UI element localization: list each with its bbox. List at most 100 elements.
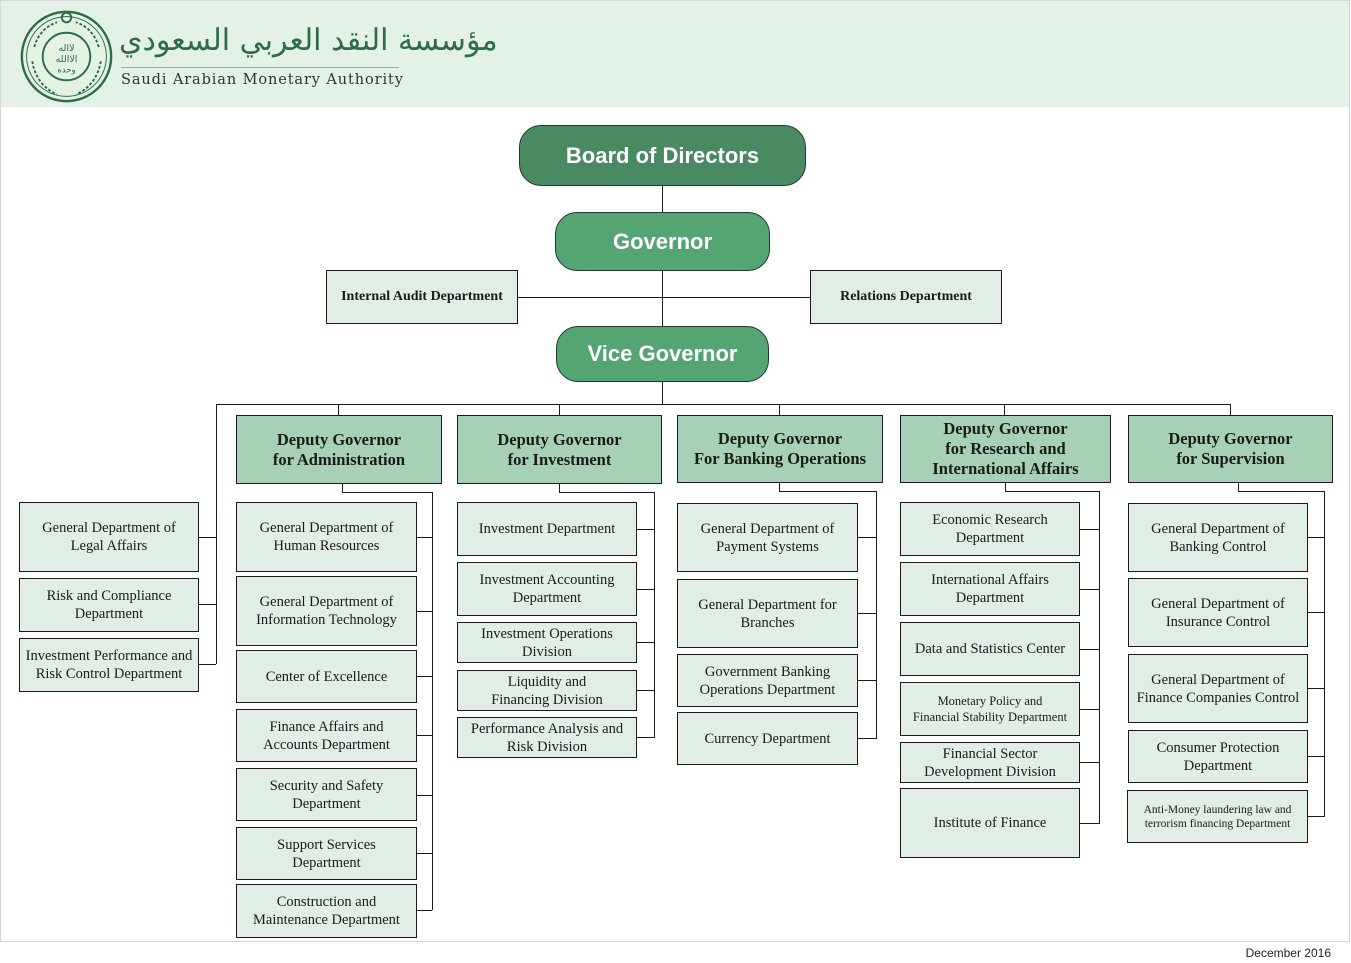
page-frame (0, 0, 1350, 942)
department-box: Government Banking Operations Department (677, 654, 858, 707)
connector (342, 483, 343, 492)
connector (1238, 483, 1239, 492)
legal-affairs-department: General Department of Legal Affairs (19, 502, 199, 572)
connector (636, 529, 654, 530)
connector (662, 381, 663, 405)
connector (636, 642, 654, 643)
connector (1307, 816, 1324, 817)
connector (857, 613, 876, 614)
vice-governor: Vice Governor (556, 326, 769, 382)
risk-compliance-department: Risk and Compliance Department (19, 578, 199, 632)
department-box: General Department of Insurance Control (1128, 578, 1308, 647)
connector (1307, 756, 1324, 757)
connector (779, 483, 780, 492)
svg-text:وحده: وحده (57, 66, 75, 76)
relations-department: Relations Department (810, 270, 1002, 324)
connector (416, 910, 432, 911)
department-box: Financial Sector Development Division (900, 742, 1080, 783)
connector (779, 404, 780, 416)
connector (416, 537, 432, 538)
connector (416, 676, 432, 677)
connector (198, 537, 216, 538)
svg-text:لااله: لااله (58, 43, 74, 54)
connector (636, 589, 654, 590)
department-box: Investment Accounting Department (457, 562, 637, 616)
department-box: Monetary Policy and Financial Stability … (900, 682, 1080, 736)
department-box: Support Services Department (236, 827, 417, 880)
arabic-org-title: مؤسسة النقد العربي السعودي (119, 23, 498, 58)
governor: Governor (555, 212, 770, 271)
board-of-directors: Board of Directors (519, 125, 806, 186)
connector (1099, 491, 1100, 824)
connector (559, 404, 560, 416)
connector (1005, 491, 1099, 492)
connector (876, 491, 877, 739)
department-box: General Department of Banking Control (1128, 503, 1308, 572)
department-box: Performance Analysis and Risk Division (457, 717, 637, 758)
connector (857, 738, 876, 739)
connector (636, 690, 654, 691)
connector (416, 735, 432, 736)
org-name: Saudi Arabian Monetary Authority (121, 72, 404, 88)
department-box: Data and Statistics Center (900, 622, 1080, 676)
connector (857, 680, 876, 681)
connector (517, 297, 811, 298)
connector (559, 492, 654, 493)
department-box: Investment Department (457, 502, 637, 556)
department-box: General Department of Information Techno… (236, 576, 417, 646)
department-box: Institute of Finance (900, 788, 1080, 858)
connector (1307, 537, 1324, 538)
connector (1004, 404, 1005, 416)
department-box: Construction and Maintenance Department (236, 884, 417, 938)
footer-date: December 2016 (1245, 946, 1331, 960)
department-box: Investment Operations Division (457, 622, 637, 663)
connector (416, 795, 432, 796)
connector (1079, 762, 1099, 763)
connector (1230, 404, 1231, 416)
connector (216, 404, 1231, 405)
department-box: Security and Safety Department (236, 768, 417, 821)
connector (779, 491, 876, 492)
department-box: Liquidity and Financing Division (457, 670, 637, 711)
header-banner: لااله الاالله وحده مؤسسة النقد العربي ال… (1, 1, 1349, 107)
department-box: International Affairs Department (900, 562, 1080, 616)
deputy-banking-operations: Deputy Governor For Banking Operations (677, 415, 883, 483)
connector (216, 404, 217, 664)
deputy-investment: Deputy Governor for Investment (457, 415, 662, 484)
department-box: Currency Department (677, 712, 858, 765)
department-box: Finance Affairs and Accounts Department (236, 709, 417, 762)
connector (662, 270, 663, 327)
connector (857, 537, 876, 538)
samma-seal-icon: لااله الاالله وحده (20, 10, 113, 103)
deputy-supervision: Deputy Governor for Supervision (1128, 415, 1333, 483)
connector (1079, 823, 1099, 824)
connector (636, 737, 654, 738)
connector (654, 492, 655, 738)
department-box: General Department for Branches (677, 579, 858, 648)
connector (1307, 612, 1324, 613)
department-box: Economic Research Department (900, 502, 1080, 556)
connector (432, 492, 433, 910)
department-box: Consumer Protection Department (1128, 730, 1308, 783)
connector (1005, 483, 1006, 492)
svg-text:الاالله: الاالله (56, 54, 78, 65)
department-box: General Department of Human Resources (236, 502, 417, 572)
department-box: Center of Excellence (236, 650, 417, 703)
connector (198, 604, 216, 605)
deputy-research-international: Deputy Governor for Research and Interna… (900, 415, 1111, 483)
connector (1079, 589, 1099, 590)
connector (1307, 688, 1324, 689)
connector (559, 483, 560, 492)
deputy-administration: Deputy Governor for Administration (236, 415, 442, 484)
connector (416, 853, 432, 854)
header-divider (121, 67, 399, 68)
investment-performance-department: Investment Performance and Risk Control … (19, 638, 199, 692)
department-box: Anti-Money laundering law and terrorism … (1127, 790, 1308, 843)
department-box: General Department of Payment Systems (677, 503, 858, 572)
connector (1324, 491, 1325, 817)
connector (198, 664, 216, 665)
connector (338, 404, 339, 416)
connector (342, 492, 433, 493)
connector (1079, 709, 1099, 710)
connector (416, 611, 432, 612)
